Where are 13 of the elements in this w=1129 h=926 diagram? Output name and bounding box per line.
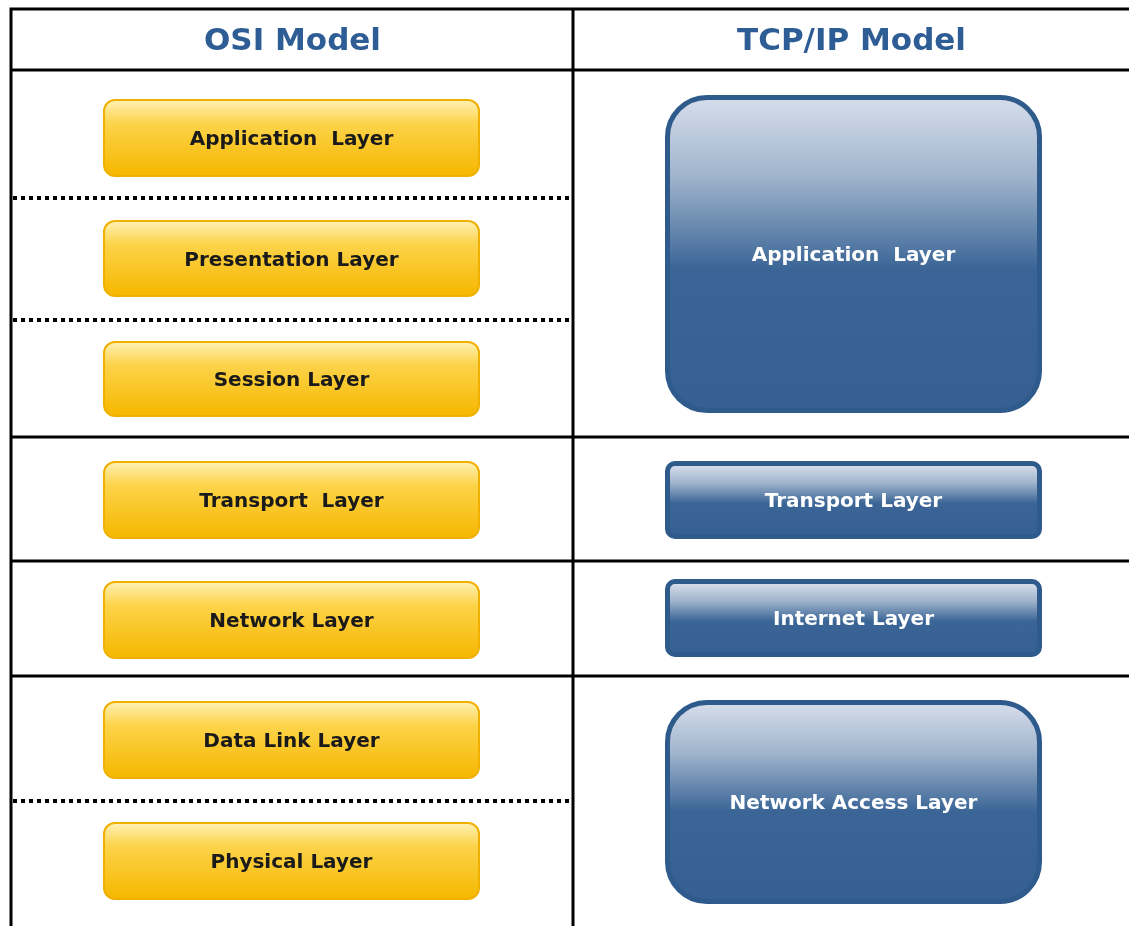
column-header: OSI Model (203, 20, 382, 59)
layer-box: Transport Layer (103, 461, 480, 539)
layer-box: Transport Layer (665, 461, 1042, 539)
layer-box: Presentation Layer (103, 220, 480, 297)
layer-box: Physical Layer (103, 822, 480, 900)
layer-box: Internet Layer (665, 579, 1042, 657)
layer-box: Application Layer (665, 95, 1042, 413)
layer-box: Data Link Layer (103, 701, 480, 779)
layer-box: Network Access Layer (665, 700, 1042, 904)
layer-box: Application Layer (103, 99, 480, 177)
layer-box: Session Layer (103, 341, 480, 417)
layer-box: Network Layer (103, 581, 480, 659)
column-header: TCP/IP Model (736, 20, 967, 59)
